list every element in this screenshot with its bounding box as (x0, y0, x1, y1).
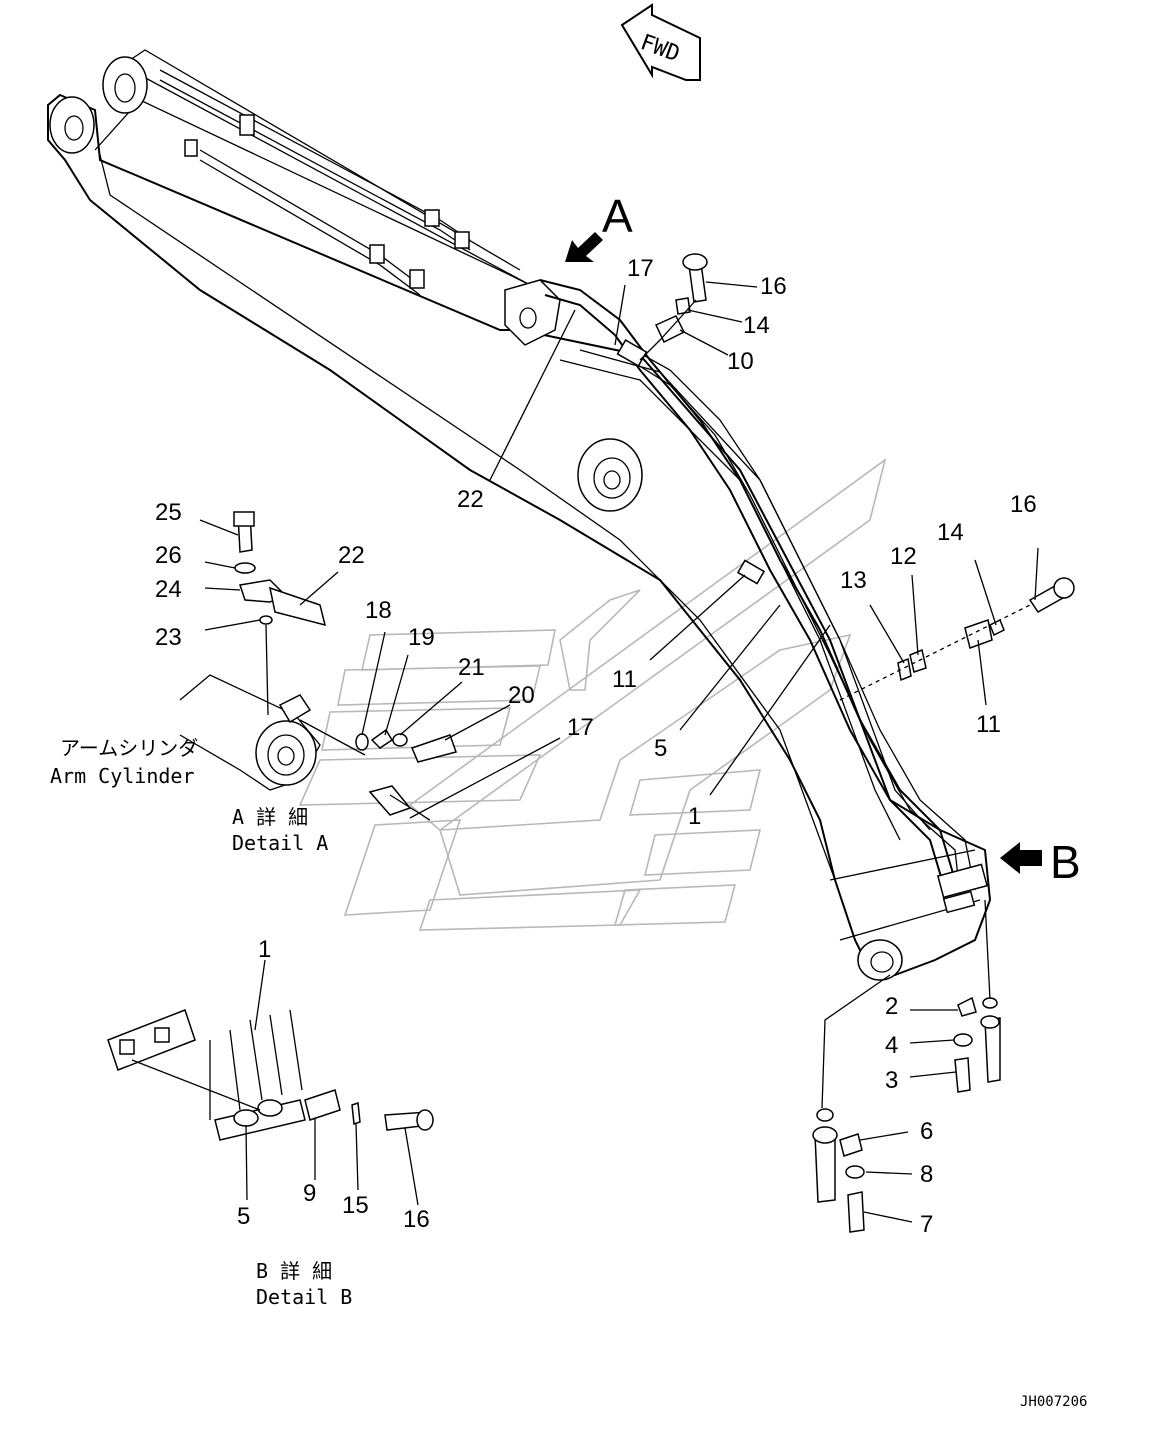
arm-cylinder-label-en: Arm Cylinder (50, 764, 195, 788)
part-number: 16 (403, 1206, 430, 1233)
fwd-arrow: FWD (620, 3, 701, 81)
arm-assembly (47, 49, 992, 981)
part-number: 7 (920, 1211, 933, 1238)
detail-b-title-jp: B 詳 細 (256, 1259, 332, 1283)
detail-a-title-en: Detail A (232, 831, 328, 855)
captions: アームシリンダ Arm Cylinder A 詳 細 Detail A B 詳 … (50, 736, 1087, 1410)
part-number: 15 (342, 1192, 369, 1219)
svg-text:A: A (602, 190, 633, 242)
part-number: 12 (890, 543, 917, 570)
exploded-parts-bottom (812, 996, 1001, 1233)
part-number: 25 (155, 499, 182, 526)
part-number: 9 (303, 1180, 316, 1207)
detail-a-title-jp: A 詳 細 (232, 805, 308, 829)
part-number: 10 (727, 348, 754, 375)
part-number: 8 (920, 1161, 933, 1188)
part-number: 22 (457, 486, 484, 513)
part-number: 1 (258, 936, 271, 963)
detail-b-illustration (107, 959, 434, 1206)
view-marker-b: B (1000, 836, 1081, 888)
detail-a-illustration (179, 511, 561, 821)
part-number: 5 (654, 735, 667, 762)
part-number: 13 (840, 567, 867, 594)
part-number: 6 (920, 1118, 933, 1145)
part-number: 23 (155, 624, 182, 651)
leader-lines (489, 284, 991, 1109)
part-number: 5 (237, 1203, 250, 1230)
exploded-parts-top (639, 253, 758, 361)
detail-b-title-en: Detail B (256, 1285, 352, 1309)
part-number: 2 (885, 993, 898, 1020)
part-number: 16 (760, 273, 787, 300)
part-number: 3 (885, 1067, 898, 1094)
arm-cylinder-label-jp: アームシリンダ (60, 736, 198, 760)
part-number: 11 (976, 711, 1001, 738)
part-number: 20 (508, 682, 535, 709)
part-number: 22 (338, 542, 365, 569)
watermark-logo (298, 458, 887, 931)
part-number: 4 (885, 1032, 898, 1059)
part-number: 21 (458, 654, 485, 681)
part-number: 18 (365, 597, 392, 624)
part-number: 14 (743, 312, 770, 339)
drawing-code: JH007206 (1020, 1394, 1087, 1410)
part-number: 26 (155, 542, 182, 569)
svg-text:B: B (1050, 836, 1081, 888)
part-number: 17 (567, 714, 594, 741)
part-number: 14 (937, 519, 964, 546)
part-number: 17 (627, 255, 654, 282)
part-number: 1 (688, 803, 701, 830)
part-number-labels: 17 16 14 10 22 16 14 12 13 11 11 5 1 25 … (155, 255, 1037, 1238)
part-number: 19 (408, 624, 435, 651)
exploded-parts-right (839, 547, 1075, 706)
part-number: 11 (612, 666, 637, 693)
part-number: 16 (1010, 491, 1037, 518)
part-number: 24 (155, 576, 182, 603)
view-marker-a: A (565, 190, 633, 262)
